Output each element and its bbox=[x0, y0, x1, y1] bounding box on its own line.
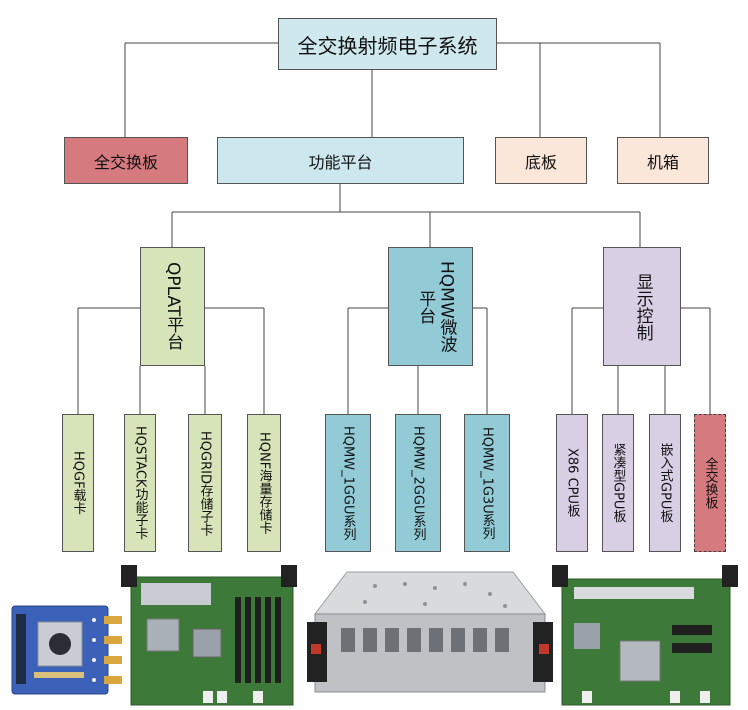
node-embedded-gpu: 嵌入式GPU板 bbox=[649, 414, 681, 552]
node-compact-gpu: 紧凑型GPU板 bbox=[602, 414, 634, 552]
node-display-control: 显示控制 bbox=[603, 247, 681, 366]
node-hqmw-1ggu-label: HQMW_1GGU系列 bbox=[340, 425, 356, 541]
node-hqgrid-label: HQGRID存储子卡 bbox=[197, 430, 213, 536]
node-chassis: 机箱 bbox=[617, 137, 709, 184]
qplat-carrier-board-image bbox=[121, 565, 297, 706]
node-x86-cpu-label: X86 CPU板 bbox=[564, 448, 580, 518]
node-hqmw-1ggu: HQMW_1GGU系列 bbox=[325, 414, 371, 552]
node-embedded-gpu-label: 嵌入式GPU板 bbox=[657, 443, 673, 523]
node-qplat-platform: QPLAT平台 bbox=[140, 247, 205, 366]
node-backplane: 底板 bbox=[495, 137, 587, 184]
node-hqmw-2ggu-label: HQMW_2GGU系列 bbox=[410, 425, 426, 541]
node-hqmw-label: HQMW微波平台 bbox=[415, 260, 457, 353]
node-hqmw-1g3u-label: HQMW_1G3U系列 bbox=[479, 426, 495, 540]
node-hqmw-1g3u: HQMW_1G3U系列 bbox=[464, 414, 510, 552]
node-switch-board-2-label: 全交换板 bbox=[702, 457, 718, 509]
microwave-module-image bbox=[307, 571, 553, 693]
node-hqstack-card: HQSTACK功能子卡 bbox=[124, 414, 156, 552]
node-compact-gpu-label: 紧凑型GPU板 bbox=[610, 443, 626, 523]
node-x86-cpu: X86 CPU板 bbox=[556, 414, 588, 552]
node-hqstack-label: HQSTACK功能子卡 bbox=[132, 426, 148, 540]
node-display-label: 显示控制 bbox=[632, 272, 653, 341]
node-hqgf-carrier: HQGF载卡 bbox=[62, 414, 94, 552]
root-node: 全交换射频电子系统 bbox=[278, 18, 497, 70]
fmc-card-image bbox=[11, 605, 122, 695]
node-backplane-label: 底板 bbox=[524, 152, 557, 172]
node-hqgrid-card: HQGRID存储子卡 bbox=[188, 414, 222, 552]
node-hqmw-2ggu: HQMW_2GGU系列 bbox=[395, 414, 441, 552]
node-hqnf-label: HQNF海量存储卡 bbox=[256, 431, 272, 535]
node-hqgf-label: HQGF载卡 bbox=[70, 451, 86, 515]
node-switch-board-2: 全交换板 bbox=[694, 414, 726, 552]
node-function-platform-label: 功能平台 bbox=[308, 152, 373, 172]
root-title: 全交换射频电子系统 bbox=[297, 33, 478, 58]
node-qplat-label: QPLAT平台 bbox=[163, 262, 184, 351]
cpu-board-image bbox=[552, 565, 738, 706]
node-function-platform: 功能平台 bbox=[217, 137, 464, 184]
node-hqnf-card: HQNF海量存储卡 bbox=[247, 414, 281, 552]
node-switch-board-label: 全交换板 bbox=[93, 152, 158, 172]
node-chassis-label: 机箱 bbox=[646, 152, 679, 172]
node-switch-board: 全交换板 bbox=[64, 137, 188, 184]
node-hqmw-platform: HQMW微波平台 bbox=[388, 247, 473, 366]
